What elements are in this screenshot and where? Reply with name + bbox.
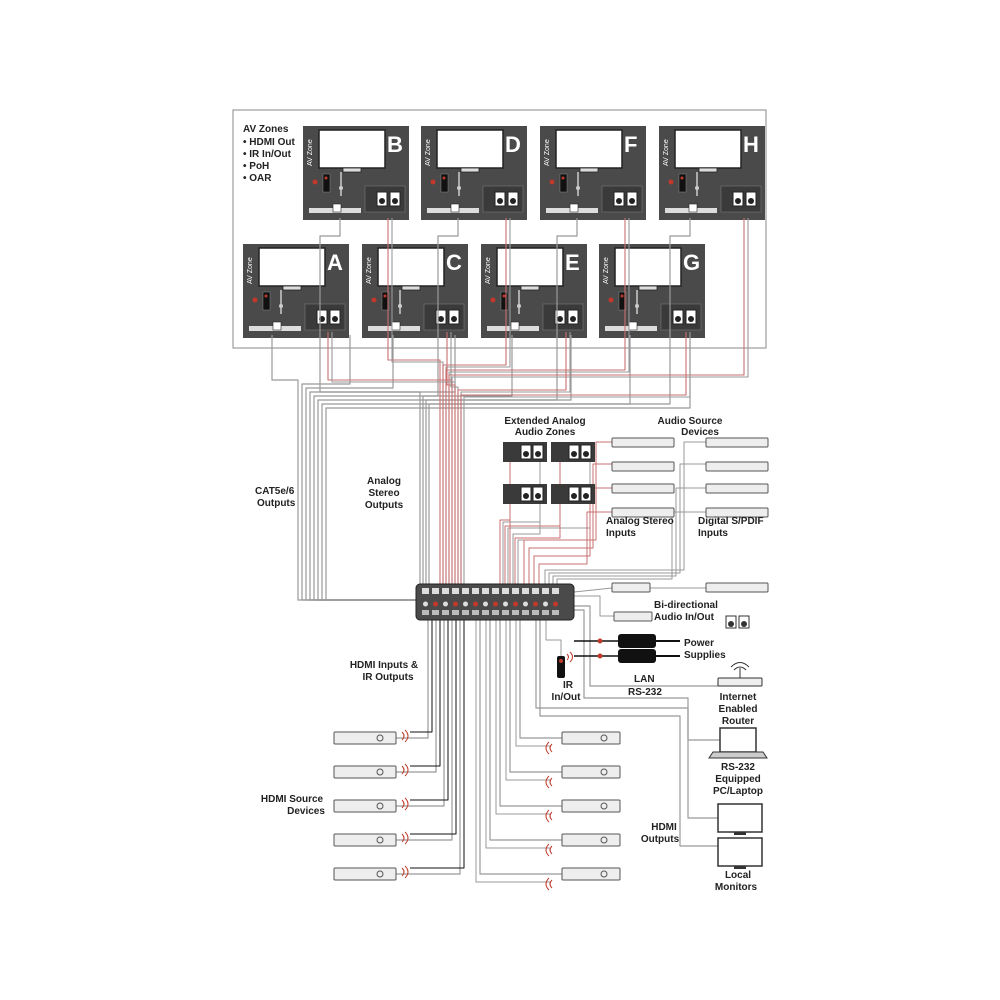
bidir-speaker-icon [725,615,750,629]
zone-letter: D [505,132,521,157]
bidirectional-audio-device [611,582,769,629]
hdmi-source-right-2 [545,765,621,789]
hdmi-source-right-5 [545,867,621,891]
router-icon [717,662,763,687]
av-zone-a: A AV Zone [243,244,349,338]
av-zones-feature-3: • PoH [243,161,269,172]
zone-badge: AV Zone [603,257,610,284]
zone-letter: B [387,132,403,157]
bidir-device-right [705,582,769,593]
spdif-source-4 [705,507,769,518]
wires-layer [271,218,749,883]
analog-source-4 [611,507,675,518]
hdmi-source-devices [333,729,621,891]
local-monitor-1 [717,803,763,833]
zone-badge: AV Zone [366,257,373,284]
hdmi-source-left-1 [333,729,409,745]
hdmi-source-right-3 [545,799,621,823]
av-zones-feature-4: • OAR [243,173,272,184]
zone-badge: AV Zone [247,257,254,284]
av-zone-c: C AV Zone [362,244,468,338]
av-zones-feature-1: • HDMI Out [243,137,295,148]
av-zone-f: F AV Zone [540,126,646,220]
zone-badge: AV Zone [307,139,314,166]
av-zone-d: D AV Zone [421,126,527,220]
label-rs232: RS-232 [628,687,662,698]
analog-source-2 [611,461,675,472]
bidir-box-1 [611,582,651,593]
av-zones-feature-2: • IR In/Out [243,149,292,160]
zone-letter: G [683,250,700,275]
power-supplies [574,634,680,663]
av-zone-b: B AV Zone [303,126,409,220]
hdmi-source-right-1 [545,731,621,755]
av-zone-g: G AV Zone [599,244,705,338]
av-zone-h: H AV Zone [659,126,765,220]
av-zone-e: E AV Zone [481,244,587,338]
zone-letter: A [327,250,343,275]
zone-badge: AV Zone [425,139,432,166]
spdif-source-2 [705,461,769,472]
ir-inout-icon [557,651,573,678]
zone-letter: H [743,132,759,157]
zone-letter: F [624,132,637,157]
power-supply-2 [618,649,656,663]
spdif-source-1 [705,437,769,448]
zone-badge: AV Zone [485,257,492,284]
zone-badge: AV Zone [663,139,670,166]
hdmi-source-right-4 [545,833,621,857]
audio-source-devices [611,437,769,518]
spdif-source-3 [705,483,769,494]
laptop-icon [708,727,768,759]
matrix-switcher [415,583,575,621]
zone-badge: AV Zone [544,139,551,166]
local-monitors [717,803,763,869]
local-monitor-2 [717,837,763,867]
zone-letter: E [565,250,580,275]
hdmi-source-left-3 [333,797,409,813]
analog-source-1 [611,437,675,448]
hdmi-source-left-4 [333,831,409,847]
bidir-box-2 [613,611,653,622]
label-lan: LAN [634,674,655,685]
zone-letter: C [446,250,462,275]
hdmi-source-left-5 [333,865,409,881]
power-supply-1 [618,634,656,648]
av-zones-info: AV Zones • HDMI Out • IR In/Out • PoH • … [243,124,295,184]
av-zones-title: AV Zones [243,124,289,135]
hdmi-source-left-2 [333,763,409,779]
analog-source-3 [611,483,675,494]
label-hdmi-inputs-ir: HDMI Inputs &IR Outputs [350,660,418,683]
extended-audio-zones [503,442,595,504]
